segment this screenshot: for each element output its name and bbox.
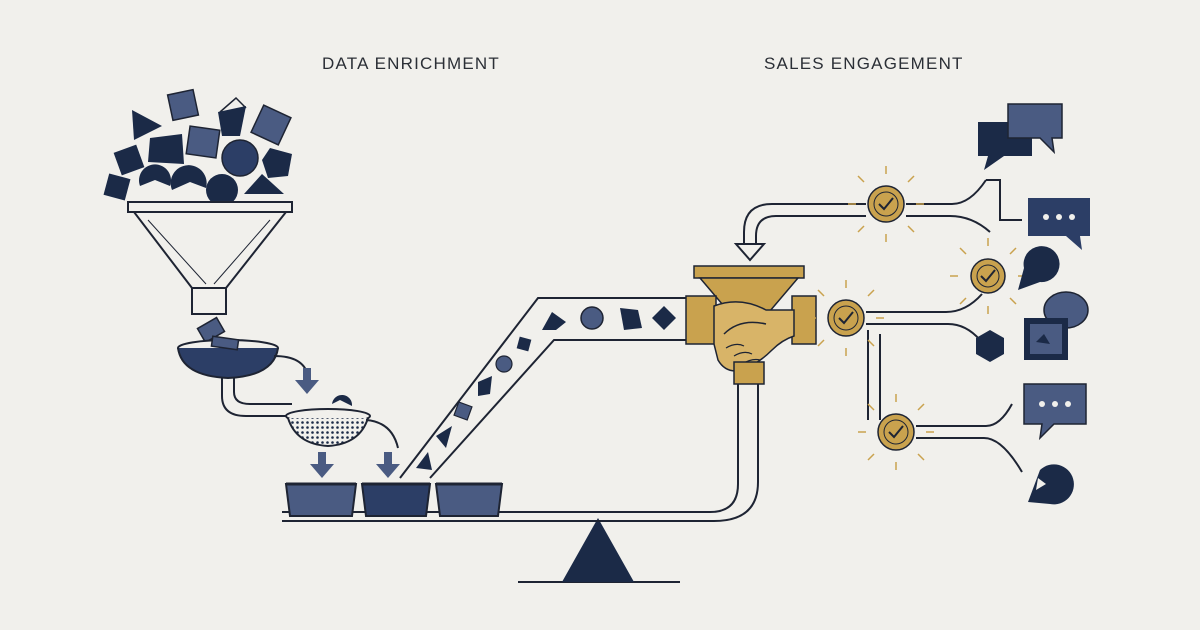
filter-bowl-icon (177, 335, 279, 380)
container-icon (284, 482, 358, 517)
check-badge-icon (848, 166, 924, 242)
handshake-icon (685, 295, 817, 385)
check-badge-icon (950, 238, 1026, 314)
down-arrow-icon (310, 452, 334, 478)
check-badge-icon (858, 394, 934, 470)
feedback-arrow (733, 203, 866, 262)
data-enrichment-title: DATA ENRICHMENT (322, 54, 500, 73)
speech-bubble-icon (978, 103, 1063, 170)
speech-bubble-icon (1018, 246, 1060, 290)
conveyor-belt-icon (399, 297, 700, 479)
container-icon (360, 482, 432, 517)
sales-engagement-title: SALES ENGAGEMENT (764, 54, 964, 73)
lever-bar (282, 372, 759, 522)
speech-bubble-icon (1028, 198, 1090, 250)
sieve-icon (285, 394, 399, 449)
speech-bubble-icon (1023, 383, 1087, 441)
speech-bubble-icon (1028, 464, 1074, 505)
funnel-icon (127, 201, 293, 315)
hexagon-shape (976, 330, 1004, 362)
gold-funnel-icon (693, 265, 805, 319)
check-badge-icon (808, 280, 884, 356)
raw-data-shapes (103, 88, 292, 206)
speech-bubble-icon (1024, 291, 1089, 360)
down-arrow-icon (376, 452, 400, 478)
container-icon (434, 482, 504, 517)
down-arrow-icon (295, 368, 319, 394)
scale-pivot-icon (518, 518, 680, 583)
